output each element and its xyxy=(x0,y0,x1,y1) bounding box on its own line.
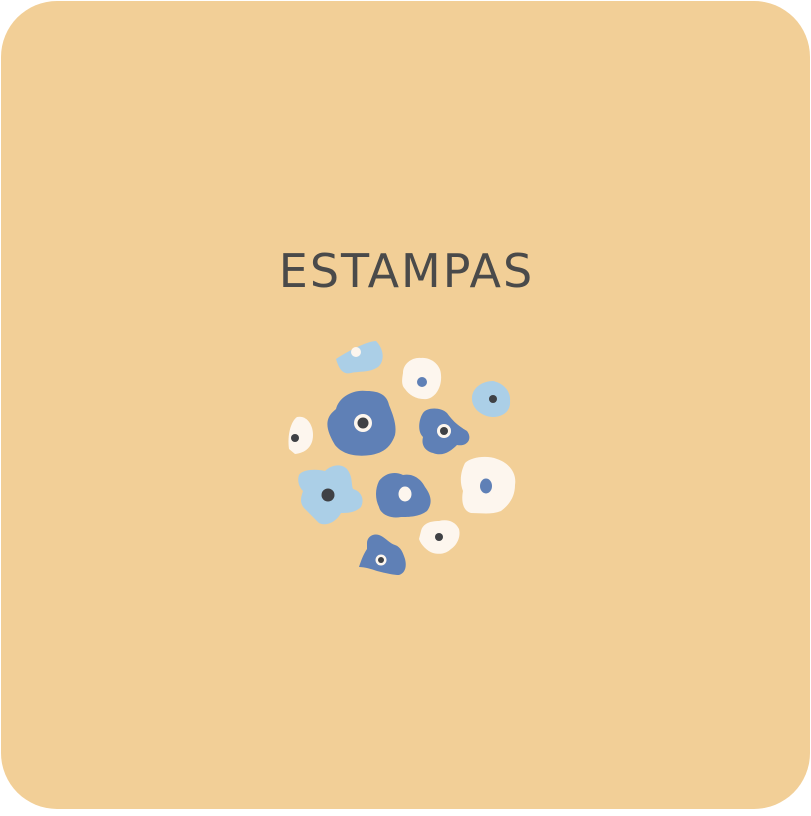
flower-icon xyxy=(419,408,470,455)
flower-icon xyxy=(359,534,406,575)
flower-icon xyxy=(336,341,383,374)
flower-cluster-illustration xyxy=(288,341,516,575)
flower-icon xyxy=(376,473,431,518)
flower-icon xyxy=(471,381,511,417)
flower-icon xyxy=(419,520,460,554)
card-title: ESTAMPAS xyxy=(278,244,535,298)
flower-icon xyxy=(288,416,313,454)
flower-icon xyxy=(298,465,363,525)
flower-icon xyxy=(460,456,516,514)
flower-icon xyxy=(402,357,442,400)
flower-icon xyxy=(327,390,396,456)
